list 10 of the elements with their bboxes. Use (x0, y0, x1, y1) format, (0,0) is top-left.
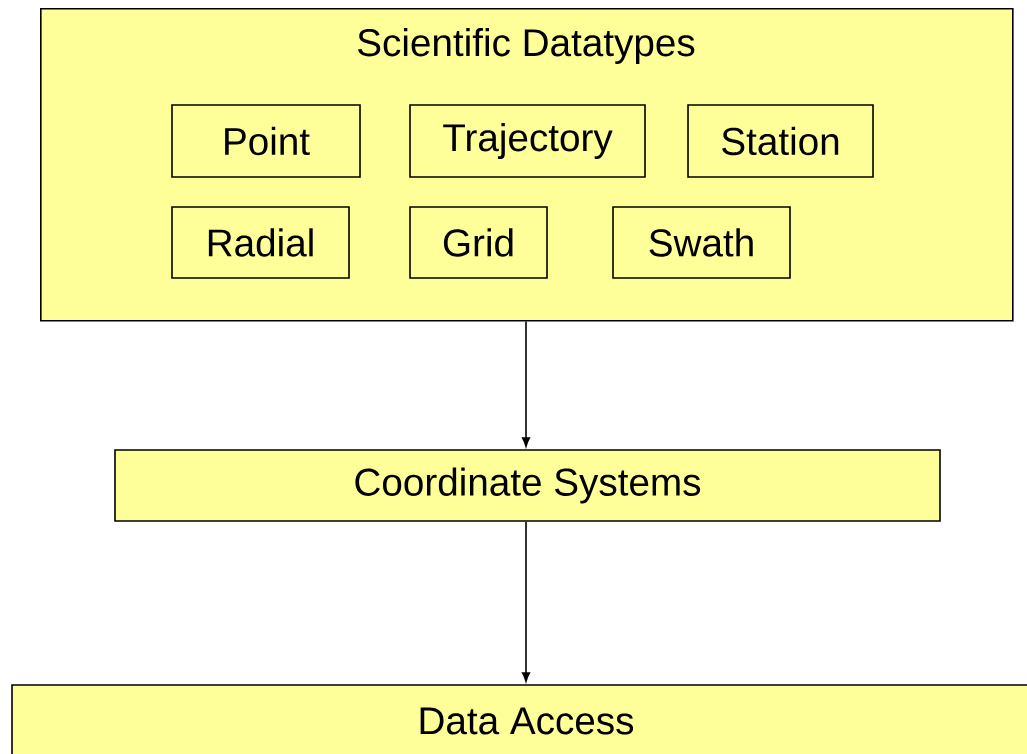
datatype-box: Station (687, 104, 874, 178)
datatype-box: Point (171, 104, 361, 178)
datatype-box: Swath (612, 206, 791, 279)
datatype-box: Radial (171, 206, 350, 279)
datatype-box: Grid (409, 206, 548, 279)
datatype-box: Trajectory (409, 104, 646, 178)
arrow (521, 320, 531, 447)
layer-box: Coordinate Systems (114, 449, 941, 522)
layer-box: Data Access (11, 684, 1027, 754)
arrow (521, 521, 531, 682)
